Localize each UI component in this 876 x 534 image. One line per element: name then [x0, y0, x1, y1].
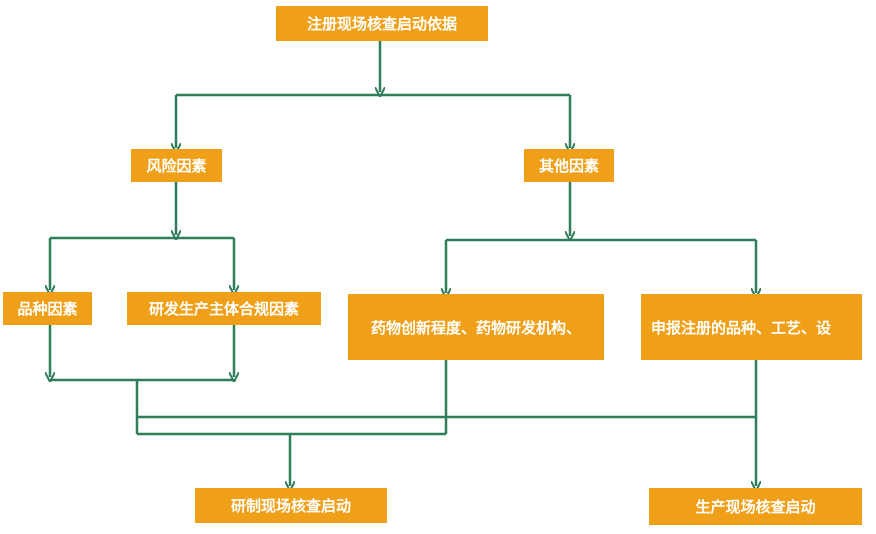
node-registered-variety: 申报注册的品种、工艺、设 — [641, 294, 862, 360]
node-rd-inspection: 研制现场核查启动 — [195, 488, 387, 523]
node-risk-factors: 风险因素 — [131, 149, 222, 182]
node-production-inspection: 生产现场核查启动 — [649, 488, 862, 525]
node-root: 注册现场核查启动依据 — [276, 6, 488, 41]
node-other-factors: 其他因素 — [524, 149, 614, 182]
node-innovation: 药物创新程度、药物研发机构、 — [348, 294, 604, 360]
node-entity-compliance: 研发生产主体合规因素 — [127, 292, 321, 325]
node-variety-factors: 品种因素 — [3, 292, 92, 325]
